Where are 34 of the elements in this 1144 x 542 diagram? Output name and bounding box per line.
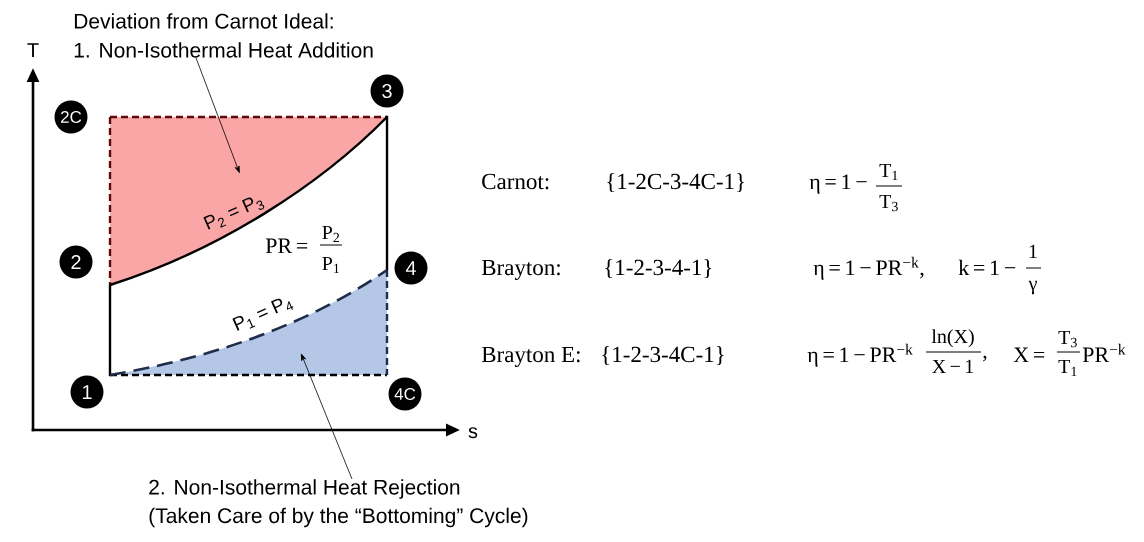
leader-arrow [195, 57, 240, 173]
cycle-name: Carnot: [482, 173, 549, 190]
formula: η = 1 − [809, 174, 867, 194]
denominator: P$_{1}$ [322, 256, 339, 274]
curve-label: P$_{1}$ = P$_{4}$ [232, 298, 294, 331]
denominator: X − 1 [932, 359, 974, 373]
formula: η = 1 − PR$^{−k}$ [807, 343, 913, 367]
formula: PR = [265, 238, 308, 253]
callout-text: 2. Non-Isothermal Heat Rejection [149, 479, 460, 499]
leader-arrow [300, 353, 353, 480]
denominator: T$_{3}$ [879, 194, 898, 212]
formula: η = 1 − PR$^{−k}$, [813, 256, 924, 280]
numerator: T$_{3}$ [1058, 330, 1077, 348]
formula: k = 1 − [958, 259, 1016, 275]
numerator: P$_{2}$ [322, 225, 340, 243]
numerator: T$_{1}$ [879, 163, 898, 181]
state-sequence: {1-2-3-4-1} [605, 259, 712, 279]
state-sequence: {1-2C-3-4C-1} [607, 173, 744, 193]
cycle-name: Brayton E: [481, 346, 580, 367]
state-sequence: {1-2-3-4C-1} [602, 346, 724, 366]
numerator: ln(X) [931, 329, 974, 348]
callout-text: 1. Non-Isothermal Heat Addition [74, 42, 373, 58]
denominator: T$_{1}$ [1058, 359, 1077, 377]
formula: , [983, 355, 987, 362]
callout-note: (Taken Care of by the “Bottoming” Cycle) [149, 507, 528, 528]
axis-label: T [27, 43, 39, 57]
curve-label: P$_{2}$ = P$_{3}$ [203, 197, 265, 230]
callout-heading: Deviation from Carnot Ideal: [74, 13, 333, 29]
numerator: 1 [1029, 244, 1037, 258]
denominator: γ [1028, 280, 1037, 295]
formula: X = [1013, 347, 1045, 362]
cycle-name: Brayton: [481, 259, 560, 280]
axis-label: s [468, 427, 478, 439]
formula: PR$^{−k}$ [1082, 343, 1126, 362]
